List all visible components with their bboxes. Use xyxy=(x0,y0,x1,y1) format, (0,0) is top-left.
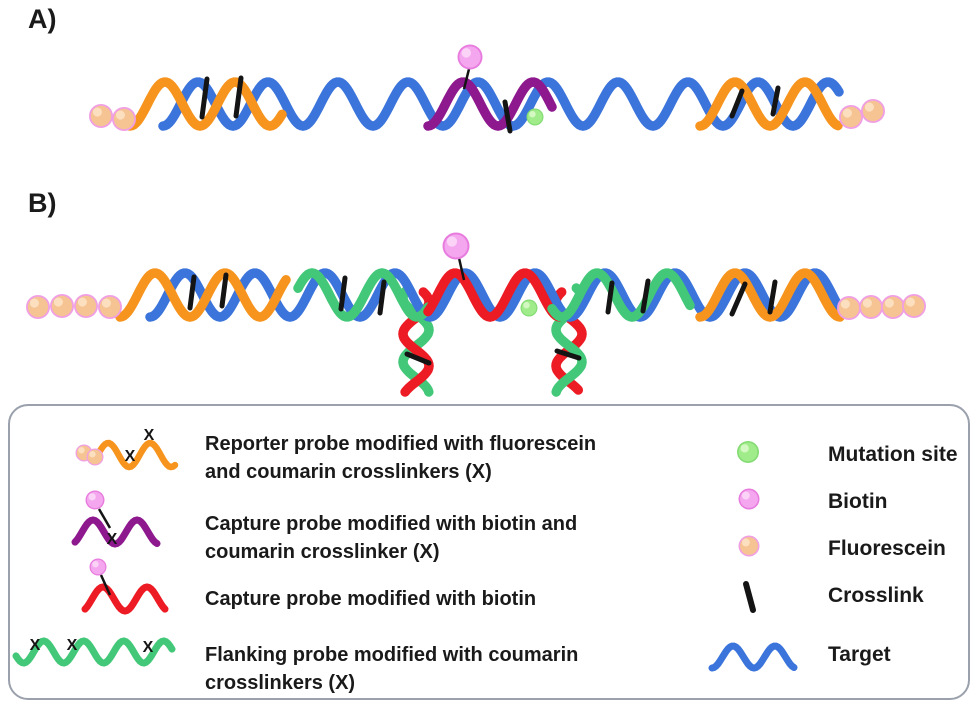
crosslink-bar xyxy=(233,75,244,119)
capture-biotin-probe-icon xyxy=(81,583,169,615)
biotin-icon xyxy=(738,488,760,510)
fluorescein-bead xyxy=(89,104,113,128)
target-strand-a xyxy=(158,77,844,131)
crosslink-bar xyxy=(199,76,210,120)
panel-b xyxy=(26,232,926,397)
crosslink-bar xyxy=(377,279,387,316)
biotin-linker xyxy=(462,68,471,90)
crosslink-bar xyxy=(502,99,513,134)
fluorescein-bead xyxy=(859,295,883,319)
legend-mutation-site-label: Mutation site xyxy=(828,443,958,466)
crosslink-icon xyxy=(743,581,756,613)
biotin-linker xyxy=(457,257,466,281)
legend-capture-coumarin-label: Capture probe modified with biotin and c… xyxy=(205,513,578,563)
fluorescein-bead xyxy=(50,294,74,318)
fluorescein-bead xyxy=(26,295,50,319)
fluorescein-bead xyxy=(74,294,98,318)
crosslink-bar xyxy=(605,280,615,315)
legend-biotin-label: Biotin xyxy=(828,490,888,513)
crosslink-bar xyxy=(767,279,778,315)
fluorescein-bead xyxy=(902,294,926,318)
crosslink-bar xyxy=(404,351,432,366)
crosslink-bar xyxy=(770,85,781,117)
fluorescein-bead xyxy=(112,107,136,131)
fluorescein-bead xyxy=(881,295,905,319)
panel-a-label: A) xyxy=(28,4,57,34)
flanking-probe-icon xyxy=(12,637,176,667)
biotin-bead xyxy=(89,558,107,576)
reporter-probe-left-a xyxy=(125,77,287,131)
legend-capture-biotin-label: Capture probe modified with biotin xyxy=(205,588,537,610)
biotin-bead xyxy=(457,44,483,70)
crosslink-bar xyxy=(640,278,651,314)
legend-reporter-probe-label: Reporter probe modified with fluorescein… xyxy=(205,433,597,483)
panel-b-label: B) xyxy=(28,188,57,218)
capture-probe-a xyxy=(423,77,557,131)
crosslink-bar xyxy=(338,275,348,312)
mutation-site-dot xyxy=(520,299,538,317)
biotin-bead xyxy=(85,490,105,510)
legend-fluorescein-label: Fluorescein xyxy=(828,537,946,560)
biotin-linker xyxy=(99,574,112,596)
reporter-probe-right-b xyxy=(695,268,845,322)
coumarin-x-mark: X xyxy=(125,448,136,465)
fluorescein-bead xyxy=(86,448,104,466)
capture-coumarin-probe-icon xyxy=(71,516,161,548)
legend-box xyxy=(8,404,970,700)
reporter-probe-right-a xyxy=(695,77,843,131)
legend-target-label: Target xyxy=(828,643,891,666)
crosslink-bar xyxy=(729,281,748,317)
coumarin-x-mark: X xyxy=(107,531,118,548)
coumarin-x-mark: X xyxy=(143,639,154,656)
target-icon xyxy=(708,642,798,672)
crosslink-bar xyxy=(187,274,197,311)
crosslink-bar xyxy=(729,88,745,119)
fluorescein-bead xyxy=(98,295,122,319)
legend-crosslink-label: Crosslink xyxy=(828,584,924,607)
crosslink-bar xyxy=(219,272,229,309)
flanking-probe-left-b xyxy=(293,268,433,322)
biotin-linker xyxy=(97,508,112,529)
coumarin-x-mark: X xyxy=(144,427,155,444)
mutation-site-dot xyxy=(526,108,544,126)
capture-probe-b xyxy=(423,268,567,322)
legend-icons: X X X X X X xyxy=(12,427,798,672)
reporter-probe-icon xyxy=(91,439,179,471)
coumarin-x-mark: X xyxy=(67,637,78,654)
biotin-bead xyxy=(442,232,470,260)
legend-flanking-probe-label: Flanking probe modified with coumarin cr… xyxy=(205,644,579,694)
coumarin-x-mark: X xyxy=(30,637,41,654)
flanking-probe-right-b xyxy=(547,268,695,322)
crosslink-bar xyxy=(554,348,582,361)
mutation-site-icon xyxy=(737,441,759,463)
fluorescein-bead xyxy=(861,99,885,123)
reporter-probe-left-b xyxy=(115,268,291,322)
fluorescein-icon xyxy=(738,535,760,557)
fluorescein-bead xyxy=(837,296,861,320)
fluorescein-bead xyxy=(839,105,863,129)
panel-a xyxy=(89,44,885,134)
